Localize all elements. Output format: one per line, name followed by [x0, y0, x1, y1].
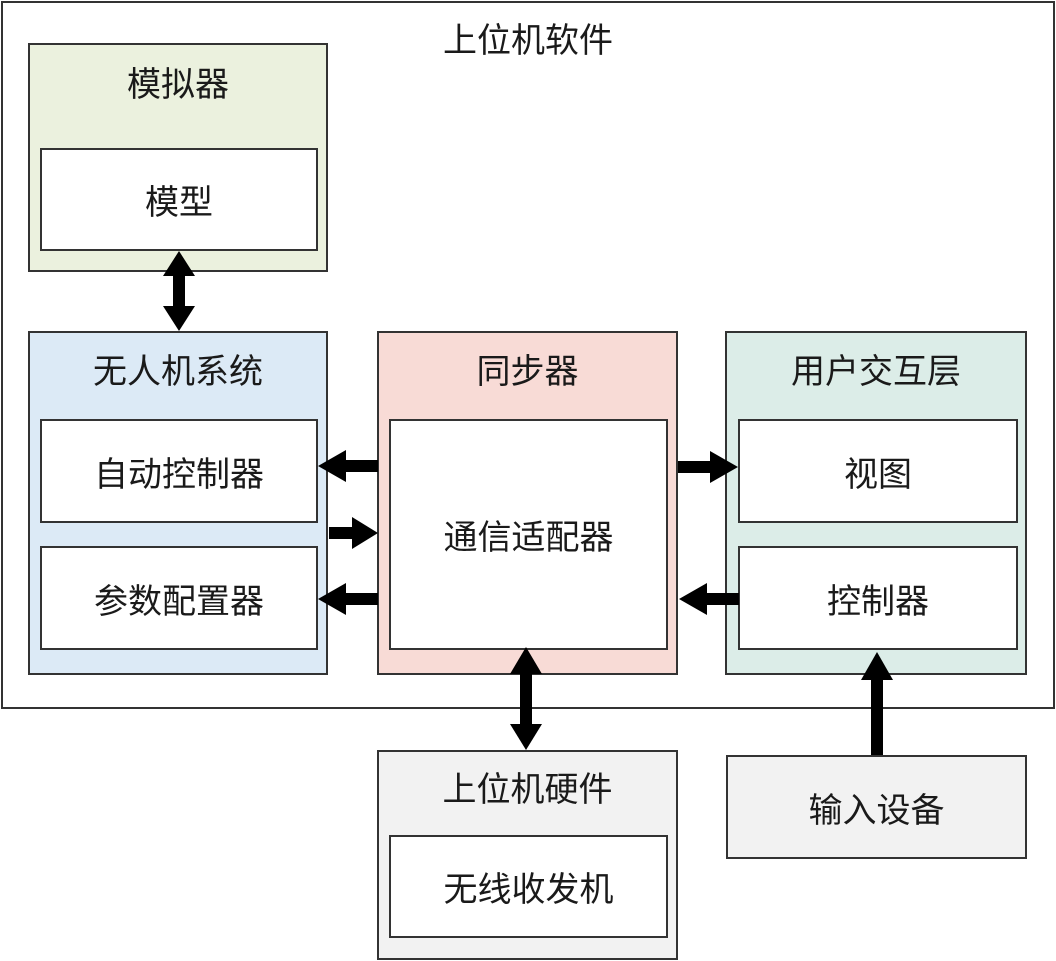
- transceiver-box: 无线收发机: [389, 835, 668, 938]
- ui-layer-title: 用户交互层: [791, 352, 961, 392]
- synchronizer-title: 同步器: [476, 352, 579, 392]
- simulator-title: 模拟器: [127, 65, 229, 105]
- controller-label: 控制器: [827, 581, 929, 622]
- view-box: 视图: [738, 419, 1018, 523]
- arrow-adapter-to-autopilot: [318, 450, 378, 482]
- arrow-input-to-controller: [861, 652, 893, 755]
- arrow-adapter-hardware: [510, 647, 542, 750]
- model-label: 模型: [145, 183, 213, 223]
- comm-adapter-box: 通信适配器: [389, 419, 668, 650]
- software-title: 上位机软件: [443, 21, 613, 61]
- input-device-label: 输入设备: [808, 790, 945, 831]
- model-box: 模型: [40, 148, 318, 251]
- hardware-box: 上位机硬件 无线收发机: [377, 750, 678, 960]
- synchronizer-box: 同步器 通信适配器: [377, 331, 678, 675]
- arrow-adapter-to-view: [678, 451, 738, 483]
- uav-system-title: 无人机系统: [93, 352, 263, 392]
- arrow-simulator-uav: [163, 251, 195, 331]
- arrow-adapter-to-param-config: [318, 583, 378, 615]
- comm-adapter-label: 通信适配器: [443, 518, 614, 558]
- autopilot-label: 自动控制器: [94, 454, 264, 495]
- controller-box: 控制器: [738, 546, 1018, 650]
- hardware-title: 上位机硬件: [442, 770, 613, 810]
- input-device-box: 输入设备: [726, 755, 1027, 859]
- arrow-uav-to-adapter: [329, 517, 378, 549]
- param-config-box: 参数配置器: [40, 546, 318, 650]
- transceiver-label: 无线收发机: [443, 870, 614, 910]
- ui-layer-box: 用户交互层 视图 控制器: [725, 331, 1027, 675]
- arrow-controller-to-adapter: [679, 583, 739, 615]
- view-label: 视图: [844, 454, 912, 495]
- autopilot-box: 自动控制器: [40, 419, 318, 523]
- uav-system-box: 无人机系统 自动控制器 参数配置器: [28, 331, 328, 675]
- param-config-label: 参数配置器: [94, 581, 264, 622]
